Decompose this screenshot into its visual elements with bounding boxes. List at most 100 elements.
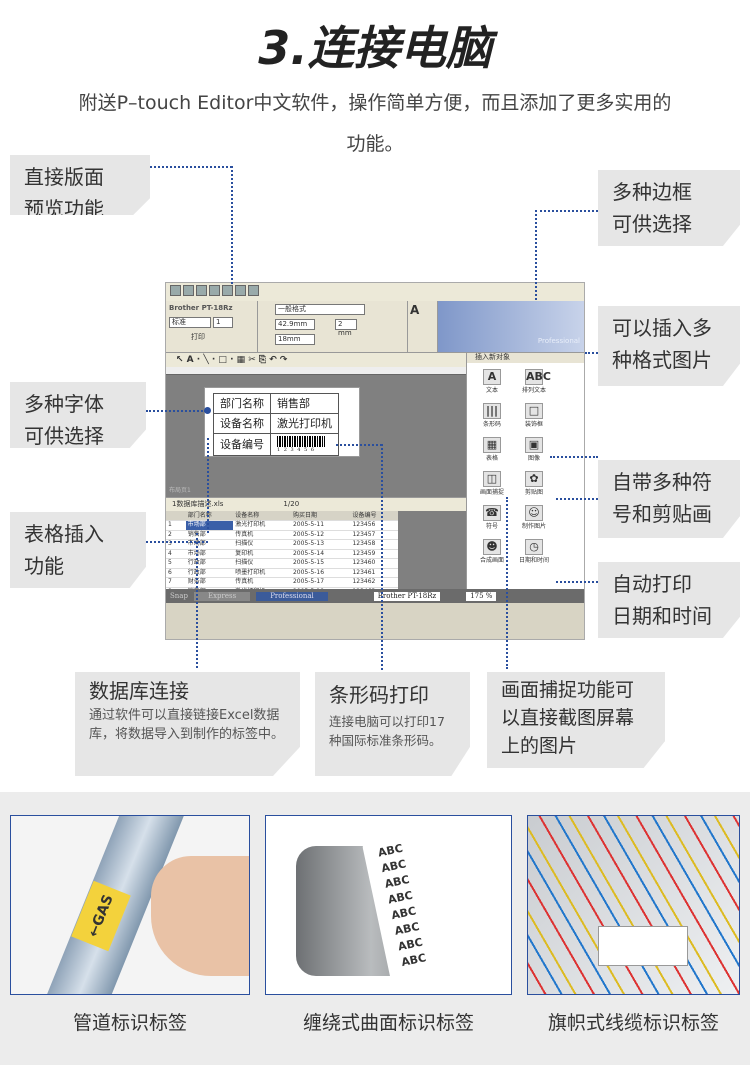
mode-express[interactable]: Express: [193, 591, 251, 601]
grid-cell[interactable]: 2005-5-12: [290, 530, 351, 540]
object-icon: ▣: [525, 437, 543, 453]
grid-cell[interactable]: 2005-5-11: [290, 520, 351, 531]
zoom-select[interactable]: 175 %: [466, 591, 497, 601]
grid-cell[interactable]: 1: [166, 520, 186, 531]
grid-cell[interactable]: 销售部: [185, 587, 234, 589]
format-select[interactable]: 一般格式: [275, 304, 365, 315]
grid-cell[interactable]: 扫描仪: [233, 558, 291, 569]
mode-professional[interactable]: Professional: [256, 591, 328, 601]
insert-object-button[interactable]: ✿剪贴图: [513, 471, 555, 497]
object-label: 制作图片: [521, 523, 546, 530]
grid-cell[interactable]: 市场部: [185, 520, 234, 531]
ruler: [166, 367, 466, 375]
insert-object-button[interactable]: ☎符号: [471, 505, 513, 531]
object-label: 图像: [527, 455, 540, 462]
insert-object-button[interactable]: ☻合成画面: [471, 539, 513, 565]
grid-header[interactable]: 购买日期: [290, 511, 351, 521]
grid-cell[interactable]: 2005-5-18: [290, 587, 351, 589]
insert-object-button[interactable]: ◷日期和时间: [513, 539, 555, 565]
print-button[interactable]: 打印: [191, 333, 205, 341]
grid-cell[interactable]: 2005-5-16: [290, 568, 351, 578]
copies-input[interactable]: 1: [213, 317, 233, 328]
grid-cell[interactable]: 2005-5-14: [290, 549, 351, 559]
db-file-name: 1数据库描述.xls: [172, 500, 224, 508]
grid-cell[interactable]: 123457: [350, 530, 398, 540]
grid-header[interactable]: 部门名称: [185, 511, 234, 521]
style-select[interactable]: 标准: [169, 317, 211, 328]
database-icon[interactable]: [248, 285, 259, 296]
insert-object-button[interactable]: |||条形码: [471, 403, 513, 429]
object-icon: A: [483, 369, 501, 385]
grid-cell[interactable]: 喷墨打印机: [233, 568, 291, 578]
grid-cell[interactable]: 传真机: [233, 577, 291, 588]
status-printer-select[interactable]: Brother PT-18Rz: [373, 591, 441, 601]
margin-input[interactable]: 2 mm: [335, 319, 357, 337]
insert-object-button[interactable]: ☺制作图片: [513, 505, 555, 531]
grid-cell[interactable]: 123458: [350, 539, 398, 550]
grid-cell[interactable]: 激光打印机: [233, 587, 291, 589]
barcode-digits: 1 2 3 4 5 6: [277, 447, 316, 453]
mode-snap[interactable]: Snap: [170, 591, 188, 600]
insert-object-button[interactable]: ▣ 图像: [513, 437, 555, 463]
grid-cell[interactable]: 激光打印机: [233, 520, 291, 531]
grid-cell[interactable]: 2005-5-15: [290, 558, 351, 569]
grid-cell[interactable]: 7: [166, 577, 186, 588]
grid-cell[interactable]: 4: [166, 549, 186, 559]
tape-width-select[interactable]: 18mm: [275, 334, 315, 345]
object-icon: ◫: [483, 471, 501, 487]
draw-toolbar: ↖ A · ╲ · □ · ▦ ✂ ⎘ ↶ ↷: [166, 353, 466, 367]
object-label: 表格: [485, 455, 498, 462]
grid-cell[interactable]: 市场部: [185, 549, 234, 559]
grid-cell[interactable]: 传真机: [233, 530, 291, 540]
grid-cell[interactable]: 123461: [350, 568, 398, 578]
grid-cell[interactable]: 123459: [350, 549, 398, 559]
grid-cell[interactable]: 123462: [350, 577, 398, 588]
grid-cell[interactable]: 复印机: [233, 549, 291, 559]
grid-cell[interactable]: 3: [166, 539, 186, 550]
grid-cell[interactable]: 财务部: [185, 577, 234, 588]
font-panel-icon[interactable]: A: [408, 301, 438, 352]
grid-cell[interactable]: 123463: [350, 587, 398, 589]
label-cell: 设备编号: [213, 433, 271, 456]
layout-icon[interactable]: [235, 285, 246, 296]
print-icon[interactable]: [209, 285, 220, 296]
layout-tab[interactable]: 布局页1: [169, 487, 191, 494]
grid-cell[interactable]: 销售部: [185, 530, 234, 540]
insert-object-button[interactable]: ◫画面捕捉: [471, 471, 513, 497]
grid-cell[interactable]: 2005-5-13: [290, 539, 351, 550]
grid-cell[interactable]: 行政部: [185, 568, 234, 578]
label-cell: 设备名称: [213, 413, 271, 434]
insert-object-button[interactable]: □装饰框: [513, 403, 555, 429]
grid-cell[interactable]: 扫描仪: [233, 539, 291, 550]
preview-icon[interactable]: [222, 285, 233, 296]
grid-cell[interactable]: 2: [166, 530, 186, 540]
open-icon[interactable]: [183, 285, 194, 296]
grid-header[interactable]: 设备编号: [350, 511, 398, 521]
status-bar: Snap Express Professional Brother PT-18R…: [166, 589, 584, 603]
grid-header[interactable]: [166, 511, 186, 521]
grid-cell[interactable]: 2005-5-17: [290, 577, 351, 588]
length-input[interactable]: 42.9mm: [275, 319, 315, 330]
grid-cell[interactable]: 8: [166, 587, 186, 589]
save-icon[interactable]: [196, 285, 207, 296]
grid-cell[interactable]: 6: [166, 568, 186, 578]
grid-cell[interactable]: 行政部: [185, 558, 234, 569]
grid-cell[interactable]: 5: [166, 558, 186, 569]
grid-row[interactable]: 8销售部激光打印机2005-5-18123463: [166, 587, 398, 589]
callout-barcode: 条形码打印 连接电脑可以打印17种国际标准条形码。: [315, 672, 470, 776]
grid-header[interactable]: 设备名称: [233, 511, 291, 521]
grid-cell[interactable]: 123460: [350, 558, 398, 569]
new-icon[interactable]: [170, 285, 181, 296]
insert-object-button[interactable]: ▦表格: [471, 437, 513, 463]
grid-cell[interactable]: 123456: [350, 520, 398, 531]
